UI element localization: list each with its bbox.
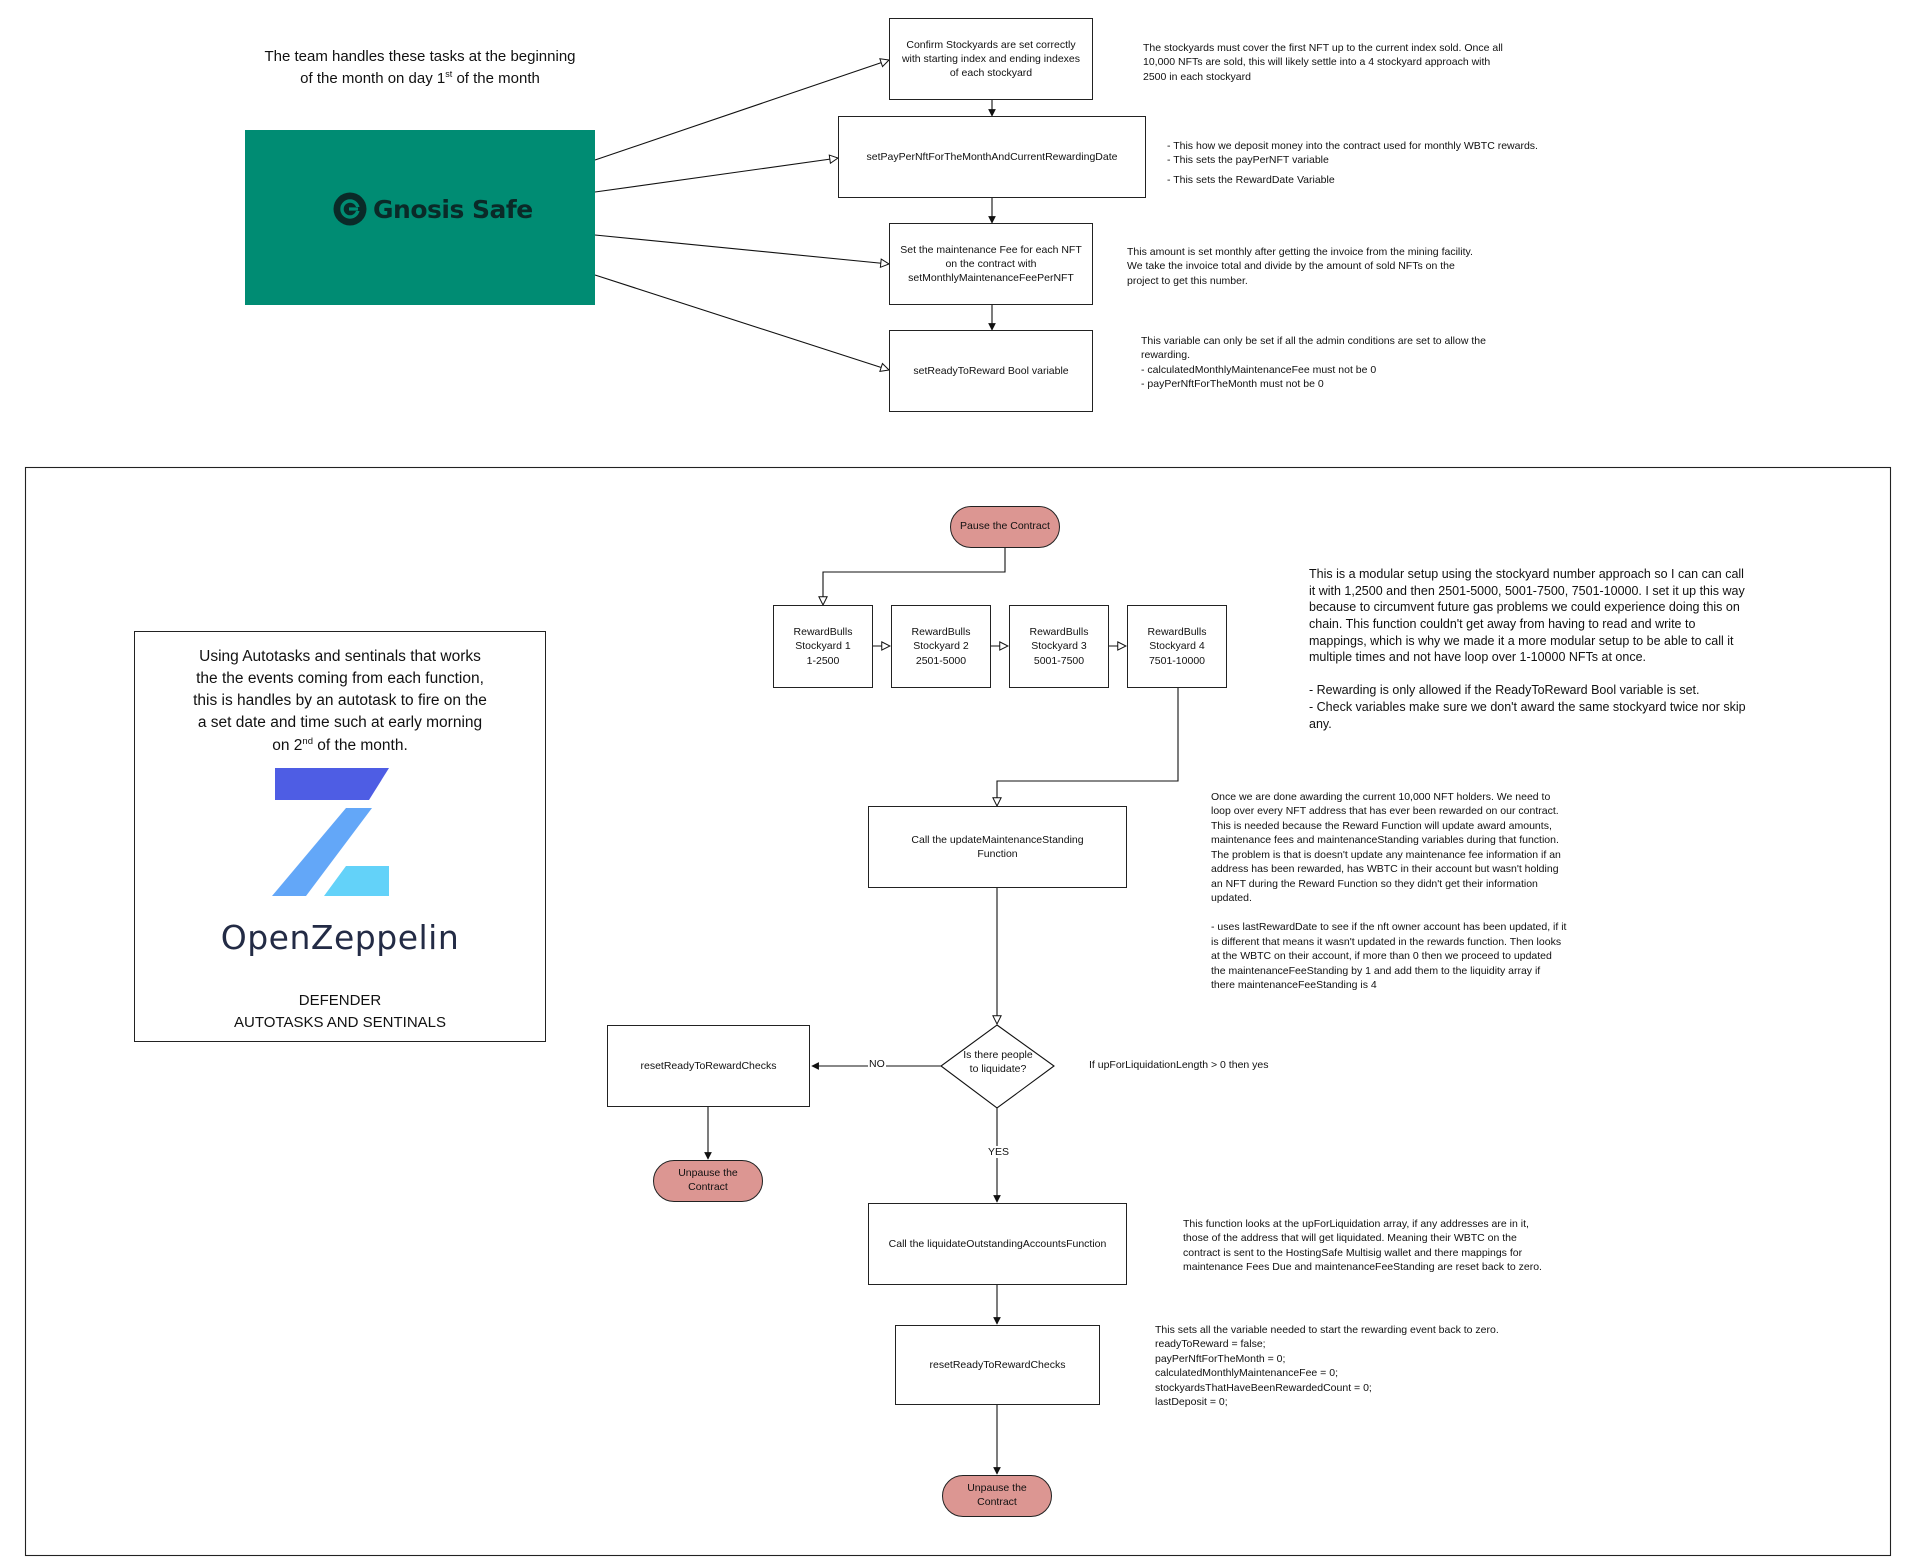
gnosis-safe-wordmark: Gnosis Safe [373, 194, 533, 224]
gnosis-safe-card: Gnosis Safe [245, 130, 595, 305]
admin-step-confirm-stockyards: Confirm Stockyards are set correctly wit… [889, 18, 1093, 100]
admin-step-set-pay-per-nft: setPayPerNftForTheMonthAndCurrentRewardi… [838, 116, 1146, 198]
gnosis-arrow-4 [594, 274, 889, 370]
unpause-contract-bottom-terminal: Unpause the Contract [942, 1475, 1052, 1517]
note-pay-per-nft: - This how we deposit money into the con… [1167, 140, 1538, 167]
defender-desc-line-5-end: of the month. [312, 736, 408, 754]
gnosis-arrow-3 [594, 234, 889, 264]
no-branch-label: NO [868, 1058, 886, 1070]
stockyard-3-box: RewardBulls Stockyard 3 5001-7500 [1009, 605, 1109, 688]
note-maintenance-fee: This amount is set monthly after getting… [1127, 246, 1473, 287]
unpause-contract-left-terminal: Unpause the Contract [653, 1160, 763, 1202]
liquidate-note: This function looks at the upForLiquidat… [1183, 1218, 1542, 1274]
note-stockyards: The stockyards must cover the first NFT … [1143, 42, 1503, 83]
gnosis-arrow-1 [594, 60, 889, 161]
gnosis-safe-icon [333, 192, 367, 226]
intro-line-1: The team handles these tasks at the begi… [264, 48, 576, 65]
stockyard-1-box: RewardBulls Stockyard 1 1-2500 [773, 605, 873, 688]
openzeppelin-wordmark: OpenZeppelin [220, 918, 460, 957]
defender-desc-line-2: the the events coming from each function… [196, 670, 484, 688]
defender-desc-line-5: on 2 [272, 736, 303, 754]
defender-desc-line-3: this is handles by an autotask to fire o… [193, 692, 487, 710]
note-reward-date: - This sets the RewardDate Variable [1167, 174, 1335, 186]
modular-setup-note: This is a modular setup using the stocky… [1309, 567, 1746, 731]
liquidate-accounts-box: Call the liquidateOutstandingAccountsFun… [868, 1203, 1127, 1285]
intro-superscript: st [445, 68, 453, 79]
reset-checks-note: This sets all the variable needed to sta… [1155, 1324, 1499, 1409]
stockyard-2-box: RewardBulls Stockyard 2 2501-5000 [891, 605, 991, 688]
reset-checks-bottom-box: resetReadyToRewardChecks [895, 1325, 1100, 1405]
note-ready-to-reward: This variable can only be set if all the… [1141, 335, 1486, 391]
maintenance-standing-note: Once we are done awarding the current 10… [1211, 791, 1567, 992]
reset-checks-left-box: resetReadyToRewardChecks [607, 1025, 810, 1107]
admin-step-set-maintenance-fee: Set the maintenance Fee for each NFT on … [889, 223, 1093, 305]
admin-step-set-ready-to-reward: setReadyToReward Bool variable [889, 330, 1093, 412]
decision-condition-note: If upForLiquidationLength > 0 then yes [1089, 1059, 1269, 1071]
openzeppelin-logo-icon [272, 768, 389, 896]
defender-description: Using Autotasks and sentinals that works… [135, 646, 545, 757]
defender-desc-line-1: Using Autotasks and sentinals that works [199, 648, 481, 665]
gnosis-safe-logo: Gnosis Safe [333, 192, 533, 226]
pause-arrow [823, 548, 1006, 605]
gnosis-arrow-2 [594, 158, 838, 193]
intro-line-2-end: of the month [452, 69, 540, 87]
decision-label: Is there people to liquidate? [963, 1049, 1033, 1075]
intro-line-2: of the month on day 1 [300, 69, 446, 87]
defender-desc-line-4: a set date and time such at early mornin… [197, 714, 483, 732]
defender-subtitle: DEFENDER AUTOTASKS AND SENTINALS [234, 992, 446, 1031]
openzeppelin-defender-panel: Using Autotasks and sentinals that works… [134, 631, 546, 1042]
stockyard-4-box: RewardBulls Stockyard 4 7501-10000 [1127, 605, 1227, 688]
stockyard-to-update-arrow [997, 688, 1179, 806]
pause-contract-terminal: Pause the Contract [950, 506, 1060, 548]
process-frame [24, 466, 1892, 1557]
intro-text: The team handles these tasks at the begi… [238, 46, 602, 90]
update-maintenance-standing-box: Call the updateMaintenanceStanding Funct… [868, 806, 1127, 888]
defender-desc-superscript: nd [302, 735, 313, 747]
yes-branch-label: YES [987, 1146, 1011, 1158]
